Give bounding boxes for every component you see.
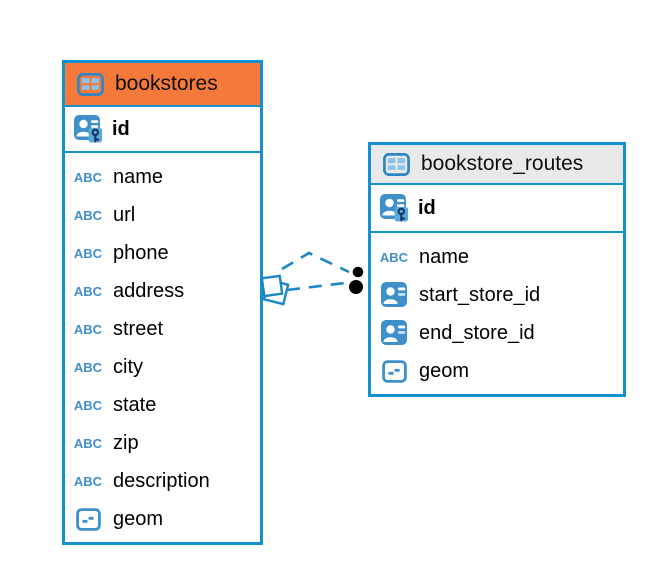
- columns-list: ABC name start_store_id: [371, 233, 623, 394]
- column-name: phone: [113, 241, 169, 264]
- text-type-icon: ABC: [73, 397, 103, 413]
- column-row[interactable]: ABC city: [65, 348, 260, 386]
- column-name: name: [113, 165, 164, 188]
- column-name: geom: [113, 507, 164, 530]
- text-type-icon: ABC: [73, 321, 103, 337]
- column-row[interactable]: ABC name: [65, 158, 260, 196]
- text-type-icon: ABC: [73, 245, 103, 261]
- column-row[interactable]: ABC url: [65, 196, 260, 234]
- relation-line-upper: [281, 251, 350, 274]
- column-name: id: [112, 117, 130, 140]
- column-name: id: [418, 196, 436, 219]
- column-row[interactable]: ABC phone: [65, 234, 260, 272]
- relation-source-diamonds: [260, 274, 290, 306]
- text-type-icon: ABC: [379, 249, 409, 265]
- relation-target-dots: [349, 264, 366, 294]
- table-icon: [380, 152, 412, 176]
- reference-type-icon: [378, 320, 410, 346]
- column-name: street: [113, 317, 164, 340]
- column-row[interactable]: geom: [65, 500, 260, 538]
- text-type-icon: ABC: [73, 435, 103, 451]
- relation-line-lower: [286, 281, 346, 292]
- table-name: bookstore_routes: [421, 152, 584, 175]
- column-name: address: [113, 279, 185, 302]
- column-row-pk[interactable]: id: [65, 107, 260, 153]
- text-type-icon: ABC: [73, 283, 103, 299]
- text-type-icon: ABC: [73, 473, 103, 489]
- column-row[interactable]: ABC address: [65, 272, 260, 310]
- column-name: geom: [419, 359, 470, 382]
- column-name: state: [113, 393, 157, 416]
- table-name: bookstores: [115, 72, 218, 95]
- columns-list: ABC name ABC url ABC phone ABC address A…: [65, 153, 260, 542]
- primary-key-icon: [72, 115, 104, 143]
- column-row[interactable]: ABC zip: [65, 424, 260, 462]
- geometry-type-icon: [72, 507, 104, 531]
- table-header-bookstore-routes[interactable]: bookstore_routes: [371, 145, 623, 185]
- entity-table-bookstore-routes[interactable]: bookstore_routes id: [368, 142, 626, 397]
- entity-table-bookstores[interactable]: bookstores id: [62, 60, 263, 545]
- column-row[interactable]: ABC description: [65, 462, 260, 500]
- primary-key-icon: [378, 194, 410, 222]
- table-header-bookstores[interactable]: bookstores: [65, 63, 260, 107]
- column-name: city: [113, 355, 143, 378]
- text-type-icon: ABC: [73, 359, 103, 375]
- column-name: zip: [113, 431, 139, 454]
- column-row[interactable]: ABC name: [371, 238, 623, 276]
- column-name: end_store_id: [419, 321, 535, 344]
- geometry-type-icon: [378, 359, 410, 383]
- text-type-icon: ABC: [73, 169, 103, 185]
- column-name: name: [419, 245, 470, 268]
- column-name: url: [113, 203, 136, 226]
- column-name: start_store_id: [419, 283, 541, 306]
- column-row[interactable]: geom: [371, 352, 623, 390]
- column-row[interactable]: end_store_id: [371, 314, 623, 352]
- column-row[interactable]: ABC street: [65, 310, 260, 348]
- table-icon: [74, 72, 106, 96]
- reference-type-icon: [378, 282, 410, 308]
- column-row[interactable]: start_store_id: [371, 276, 623, 314]
- column-name: description: [113, 469, 210, 492]
- text-type-icon: ABC: [73, 207, 103, 223]
- column-row[interactable]: ABC state: [65, 386, 260, 424]
- column-row-pk[interactable]: id: [371, 185, 623, 233]
